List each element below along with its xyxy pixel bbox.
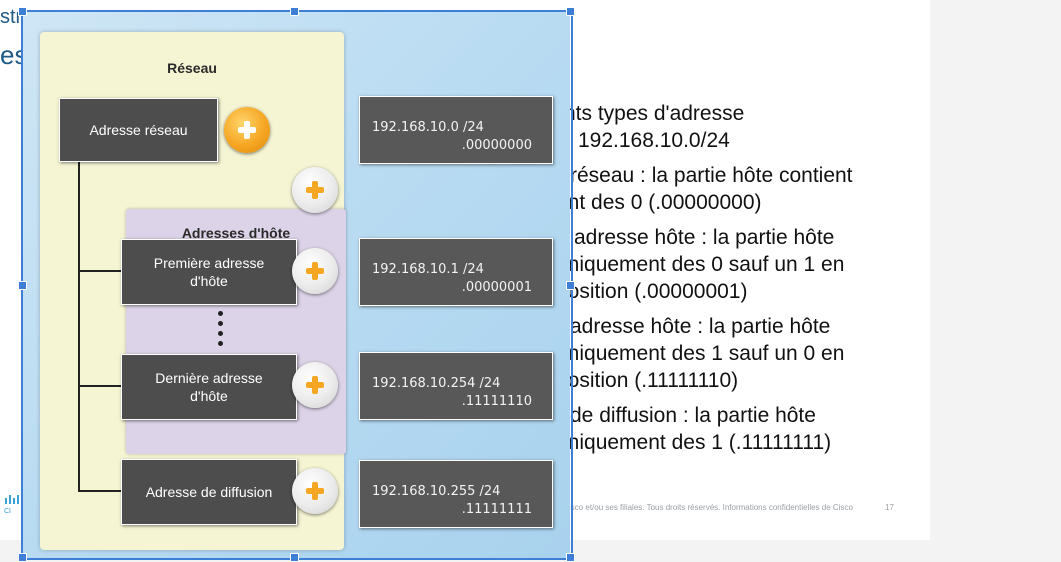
broadcast-plus-icon[interactable] [292, 468, 338, 514]
network-address-label: Adresse réseau [89, 122, 188, 138]
last-host-plus-icon[interactable] [292, 362, 338, 408]
bullet-line: uniquement des 1 sauf un 0 en [556, 342, 845, 365]
bullet-line: position (.00000001) [556, 280, 748, 303]
bullet-line: adresse hôte : la partie hôte [574, 226, 835, 249]
host-title: Adresses d'hôte [181, 225, 291, 241]
ellipsis-dot [218, 311, 223, 316]
tree-line [78, 385, 122, 387]
ellipsis-dot [218, 321, 223, 326]
ellipsis-dot [218, 341, 223, 346]
tree-line [78, 158, 80, 491]
host-expand-plus-icon[interactable] [292, 167, 338, 213]
resize-handle[interactable] [18, 553, 27, 562]
bullet-line: réseau : la partie hôte contient [570, 164, 853, 187]
broadcast-ip: 192.168.10.255 /24 [372, 484, 501, 499]
bullet-line: adresse hôte : la partie hôte [570, 315, 831, 338]
last-host-bits: .11111110 [461, 394, 532, 409]
tree-line [78, 270, 122, 272]
network-title: Réseau [167, 60, 217, 76]
resize-handle[interactable] [290, 7, 299, 16]
last-host-box: Dernière adresse d'hôte [121, 354, 297, 420]
bullet-line: uniquement des 1 (.11111111) [556, 431, 832, 454]
bullet-text: nts types d'adresse 192.168.10.0/24 rése… [556, 100, 853, 456]
bullet-line: de diffusion : la partie hôte [570, 404, 816, 427]
last-host-label: Dernière adresse d'hôte [155, 370, 263, 404]
network-address-box: Adresse réseau [59, 98, 218, 162]
broadcast-label: Adresse de diffusion [145, 484, 273, 500]
broadcast-box: Adresse de diffusion [121, 459, 297, 525]
last-host-ip: 192.168.10.254 /24 [372, 376, 501, 391]
address-diagram-image[interactable]: Réseau Adresses d'hôte Adresse réseau Pr… [22, 10, 570, 558]
footer-copyright: © 2016 Cisco et/ou ses filiales. Tous dr… [535, 503, 853, 512]
last-host-value-box: 192.168.10.254 /24 .11111110 [359, 352, 553, 420]
tree-line [78, 490, 122, 492]
resize-handle[interactable] [566, 7, 575, 16]
first-host-ip: 192.168.10.1 /24 [372, 262, 484, 277]
first-host-plus-icon[interactable] [292, 248, 338, 294]
first-host-box: Première adresse d'hôte [121, 239, 297, 305]
first-host-value-box: 192.168.10.1 /24 .00000001 [359, 238, 553, 306]
bullet-line: ent des 0 (.00000000) [556, 191, 762, 214]
ellipsis-dot [218, 331, 223, 336]
resize-handle[interactable] [566, 281, 575, 290]
first-host-bits: .00000001 [461, 280, 532, 295]
cisco-logo-icon: CI [4, 495, 19, 514]
network-ip: 192.168.10.0 /24 [372, 120, 484, 135]
resize-handle[interactable] [290, 553, 299, 562]
bullet-line: uniquement des 0 sauf un 1 en [556, 253, 845, 276]
bullet-line: 192.168.10.0/24 [578, 129, 730, 152]
first-host-label: Première adresse d'hôte [153, 255, 265, 289]
page-number: 17 [885, 503, 894, 512]
resize-handle[interactable] [18, 7, 27, 16]
bullet-line: nts types d'adresse [564, 102, 745, 125]
network-expand-plus-icon[interactable] [224, 107, 270, 153]
svg-text:CI: CI [4, 507, 11, 514]
resize-handle[interactable] [566, 553, 575, 562]
resize-handle[interactable] [18, 281, 27, 290]
network-bits: .00000000 [461, 138, 532, 153]
bullet-line: position (.11111110) [556, 369, 739, 392]
broadcast-bits: .11111111 [461, 502, 532, 517]
broadcast-value-box: 192.168.10.255 /24 .11111111 [359, 460, 553, 528]
network-address-value-box: 192.168.10.0 /24 .00000000 [359, 96, 553, 164]
